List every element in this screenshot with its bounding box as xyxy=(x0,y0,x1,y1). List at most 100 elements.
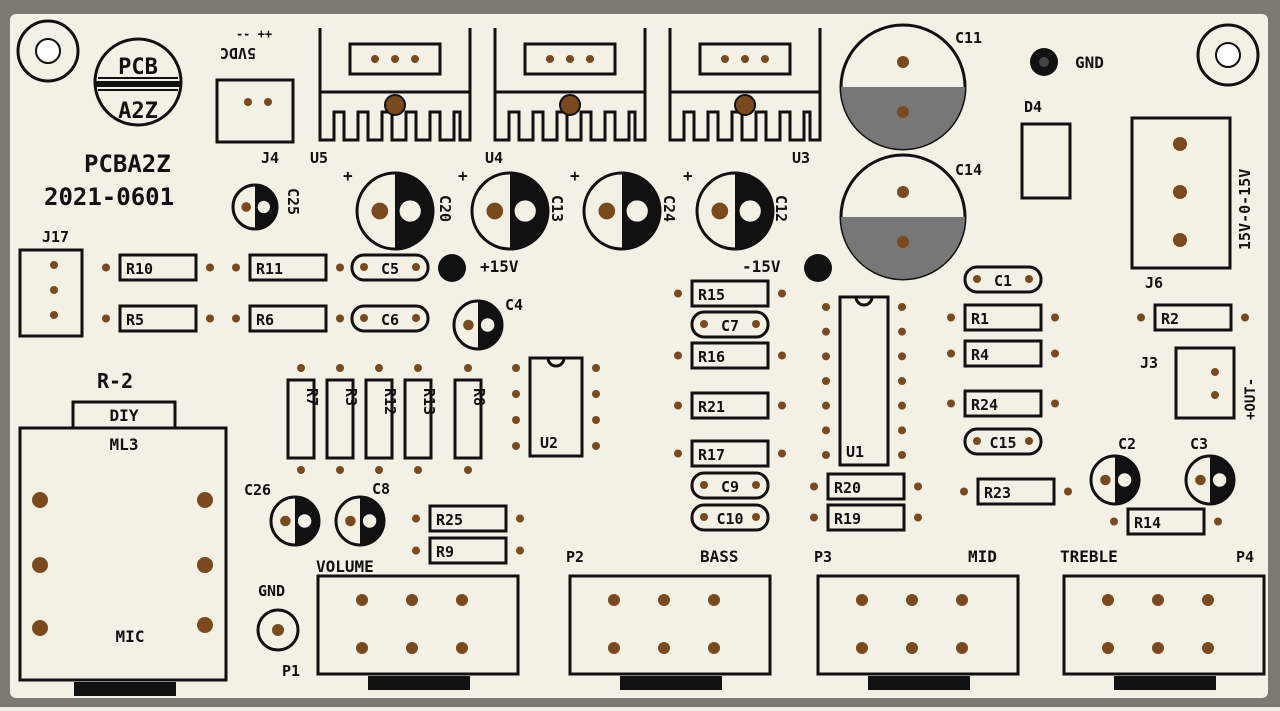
svg-text:A2Z: A2Z xyxy=(118,99,158,124)
resistor-r3: R3 xyxy=(325,364,360,474)
resistor-r8: R8 xyxy=(453,364,488,474)
resistor-r15: R15 xyxy=(674,279,786,308)
connector-j6 xyxy=(1130,116,1232,270)
capacitor-c5: C5 xyxy=(350,253,430,282)
svg-text:R12: R12 xyxy=(381,388,399,415)
capacitor-c12: +C12 xyxy=(683,166,790,251)
module-model: ML3 xyxy=(110,435,139,454)
svg-text:C24: C24 xyxy=(660,195,678,222)
resistor-r9: R9 xyxy=(412,536,524,565)
svg-text:GND: GND xyxy=(258,582,285,600)
pos-rail-label: +15V xyxy=(480,257,519,276)
svg-text:C20: C20 xyxy=(436,195,454,222)
resistor-r21: R21 xyxy=(674,391,786,420)
resistor-r6: R6 xyxy=(232,304,344,333)
label-u5: U5 xyxy=(310,149,328,167)
gnd-label: GND xyxy=(1075,53,1104,72)
svg-text:R24: R24 xyxy=(971,396,998,414)
svg-text:P4: P4 xyxy=(1236,548,1254,566)
svg-text:+: + xyxy=(570,166,580,185)
svg-text:J4: J4 xyxy=(261,149,279,167)
resistor-r12: R12 xyxy=(364,364,399,474)
pot-p1: VOLUME P1 xyxy=(282,557,520,690)
resistor-r23: R23 xyxy=(960,477,1072,506)
gnd-testpoint-bottom xyxy=(256,608,300,652)
svg-text:R23: R23 xyxy=(984,484,1011,502)
svg-text:R15: R15 xyxy=(698,286,725,304)
date-code: 2021-0601 xyxy=(44,183,174,211)
svg-text:U2: U2 xyxy=(540,434,558,452)
svg-text:P2: P2 xyxy=(566,548,584,566)
capacitor-c15: C15 xyxy=(963,427,1043,456)
capacitor-c3: C3 xyxy=(1184,435,1236,506)
resistor-r7: R7 xyxy=(286,364,321,474)
mic-label: MIC xyxy=(116,627,145,646)
svg-text:R25: R25 xyxy=(436,511,463,529)
svg-text:C14: C14 xyxy=(955,161,982,179)
capacitor-c2: C2 xyxy=(1089,435,1141,506)
svg-text:R10: R10 xyxy=(126,260,153,278)
svg-text:P1: P1 xyxy=(282,662,300,680)
svg-text:C7: C7 xyxy=(721,317,739,335)
svg-text:MID: MID xyxy=(968,547,997,566)
transformer-label: 15V-0-15V xyxy=(1236,169,1254,250)
power-label: 5VDC xyxy=(220,44,256,62)
svg-text:C3: C3 xyxy=(1190,435,1208,453)
svg-text:C25: C25 xyxy=(284,188,302,215)
resistor-r2: R2 xyxy=(1137,303,1249,332)
regulator-u5: U5 xyxy=(310,28,472,167)
capacitor-c7: C7 xyxy=(690,310,770,339)
svg-text:C2: C2 xyxy=(1118,435,1136,453)
svg-text:+: + xyxy=(683,166,693,185)
resistor-r1: R1 xyxy=(947,303,1059,332)
svg-text:C5: C5 xyxy=(381,260,399,278)
ic-u2: U2 xyxy=(512,356,600,458)
capacitor-c9: C9 xyxy=(690,471,770,500)
capacitor-c6: C6 xyxy=(350,304,430,333)
capacitor-c25: C25 xyxy=(231,183,302,231)
mic-module-outline xyxy=(18,426,228,682)
svg-text:D4: D4 xyxy=(1024,98,1042,116)
svg-text:R17: R17 xyxy=(698,446,725,464)
resistor-r20: R20 xyxy=(810,472,922,501)
svg-text:R16: R16 xyxy=(698,348,725,366)
capacitor-c14 xyxy=(839,153,967,281)
svg-text:C8: C8 xyxy=(372,480,390,498)
resistor-r17: R17 xyxy=(674,439,786,468)
resistor-r10: R10 xyxy=(102,253,214,282)
resistor-r14: R14 xyxy=(1110,507,1222,536)
capacitor-c20: + C20 xyxy=(343,166,454,251)
pcba2z-logo: PCB A2Z xyxy=(93,37,183,127)
svg-text:J3: J3 xyxy=(1140,354,1158,372)
diode-d4 xyxy=(1020,122,1072,200)
capacitor-c24: + C24 xyxy=(570,166,678,251)
svg-text:R13: R13 xyxy=(420,388,438,415)
svg-text:R4: R4 xyxy=(971,346,989,364)
svg-text:R1: R1 xyxy=(971,310,989,328)
connector-j17 xyxy=(18,248,84,338)
output-label: +OUT- xyxy=(1243,378,1259,420)
mounting-hole xyxy=(1196,23,1260,87)
capacitor-c26: C26 xyxy=(244,481,321,547)
resistor-r13: R13 xyxy=(403,364,438,474)
module-name: R-2 xyxy=(97,369,133,393)
capacitor-c4: C4 xyxy=(452,296,523,351)
svg-text:R19: R19 xyxy=(834,510,861,528)
svg-text:C9: C9 xyxy=(721,478,739,496)
svg-text:R7: R7 xyxy=(303,388,321,406)
svg-text:R8: R8 xyxy=(470,388,488,406)
power-polarity: -- ++ xyxy=(236,27,272,41)
svg-text:+: + xyxy=(343,166,353,185)
module-tag: DIY xyxy=(110,406,139,425)
capacitor-c11 xyxy=(839,23,967,151)
svg-text:R6: R6 xyxy=(256,311,274,329)
regulator-u3: U3 xyxy=(668,28,822,167)
svg-text:R2: R2 xyxy=(1161,310,1179,328)
svg-text:R5: R5 xyxy=(126,311,144,329)
svg-text:VOLUME: VOLUME xyxy=(316,557,374,576)
svg-text:J17: J17 xyxy=(42,228,69,246)
svg-text:C15: C15 xyxy=(989,434,1016,452)
svg-text:C1: C1 xyxy=(994,272,1012,290)
